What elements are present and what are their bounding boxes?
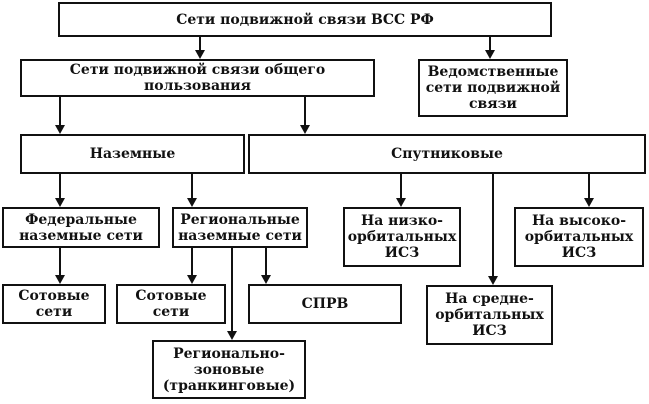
node-departmental: Ведомственные сети подвижной связи: [418, 59, 568, 117]
node-leo: На низко- орбитальных ИСЗ: [343, 207, 461, 267]
node-terrestrial: Наземные: [20, 134, 245, 174]
node-satellite: Спутниковые: [248, 134, 646, 174]
node-terrestrial-label: Наземные: [89, 146, 176, 162]
node-public-label: Сети подвижной связи общего пользования: [69, 62, 326, 94]
node-public: Сети подвижной связи общего пользования: [20, 59, 375, 97]
node-trunking-label: Регионально- зоновые (транкинговые): [162, 345, 296, 394]
node-root: Сети подвижной связи ВСС РФ: [58, 2, 552, 37]
node-heo-label: На высоко- орбитальных ИСЗ: [524, 213, 634, 261]
node-satellite-label: Спутниковые: [391, 146, 503, 162]
node-root-label: Сети подвижной связи ВСС РФ: [176, 11, 434, 28]
node-cellular-federal-label: Сотовые сети: [18, 288, 90, 320]
node-leo-label: На низко- орбитальных ИСЗ: [347, 213, 457, 261]
node-sprv-label: СПРВ: [301, 296, 349, 312]
node-sprv: СПРВ: [248, 284, 402, 324]
node-cellular-regional: Сотовые сети: [116, 284, 226, 324]
node-heo: На высоко- орбитальных ИСЗ: [514, 207, 644, 267]
node-federal: Федеральные наземные сети: [2, 207, 160, 248]
node-cellular-federal: Сотовые сети: [2, 284, 106, 324]
node-trunking: Регионально- зоновые (транкинговые): [152, 340, 306, 399]
node-meo-label: На средне- орбитальных ИСЗ: [435, 291, 544, 339]
node-regional: Региональные наземные сети: [172, 207, 308, 248]
node-federal-label: Федеральные наземные сети: [19, 211, 143, 244]
node-meo: На средне- орбитальных ИСЗ: [426, 285, 553, 345]
node-regional-label: Региональные наземные сети: [178, 211, 302, 244]
node-departmental-label: Ведомственные сети подвижной связи: [425, 64, 561, 112]
node-cellular-regional-label: Сотовые сети: [135, 288, 207, 320]
